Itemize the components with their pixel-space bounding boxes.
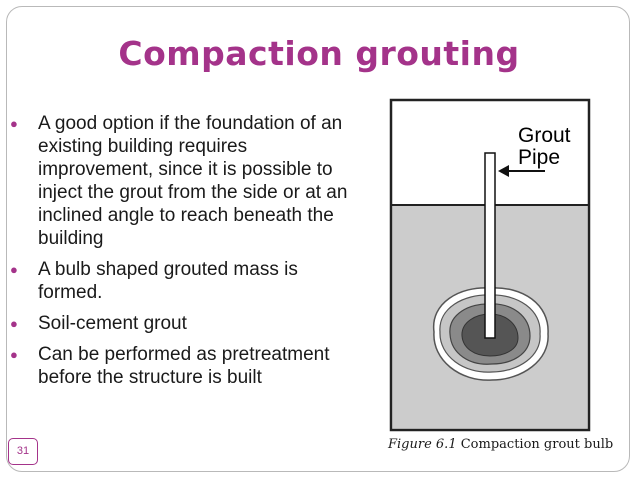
slide-title: Compaction grouting	[118, 34, 520, 73]
compaction-grout-figure: Grout Pipe	[382, 98, 594, 434]
bullet-item: ● A good option if the foundation of an …	[8, 112, 363, 250]
bullet-list: ● A good option if the foundation of an …	[8, 112, 363, 397]
arrow-head-icon	[498, 165, 509, 177]
figure-label-pipe: Pipe	[518, 146, 561, 169]
bullet-icon: ●	[10, 347, 18, 362]
bullet-item: ● A bulb shaped grouted mass is formed.	[8, 258, 363, 304]
figure-caption: Figure 6.1 Compaction grout bulb	[388, 437, 638, 452]
caption-text: Compaction grout bulb	[460, 437, 614, 452]
bullet-text: Can be performed as pretreatment before …	[38, 344, 330, 388]
bullet-text: A good option if the foundation of an ex…	[38, 113, 348, 249]
grout-pipe	[484, 152, 496, 339]
caption-label: Figure 6.1	[388, 437, 457, 452]
bullet-item: ● Can be performed as pretreatment befor…	[8, 343, 363, 389]
figure-label-grout: Grout	[518, 124, 571, 147]
grout-bulb-diagram	[389, 98, 591, 432]
page-number: 31	[8, 438, 38, 465]
bullet-icon: ●	[10, 316, 18, 331]
bullet-text: Soil-cement grout	[38, 313, 187, 334]
bullet-icon: ●	[10, 262, 18, 277]
bullet-item: ● Soil-cement grout	[8, 312, 363, 335]
bullet-text: A bulb shaped grouted mass is formed.	[38, 259, 298, 303]
bullet-icon: ●	[10, 116, 18, 131]
